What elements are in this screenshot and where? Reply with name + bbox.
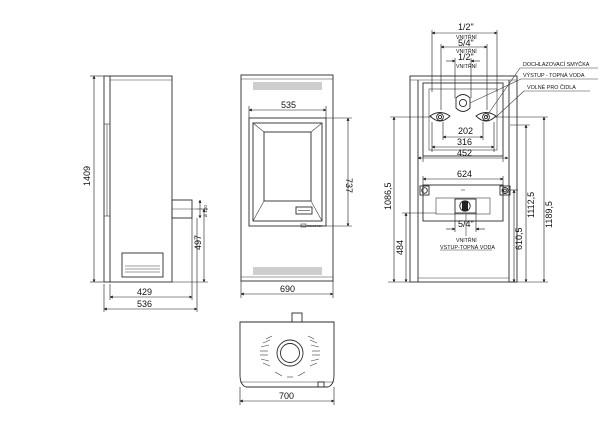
rear-view-label-inner-top: VNITŘNÍ (456, 33, 477, 41)
front-view-glass (263, 131, 312, 202)
rear-view-inlet-plate (435, 197, 491, 215)
front-view-door-inner (252, 122, 323, 222)
rear-view-cooling-loop-left (429, 112, 451, 122)
top-view-foot (317, 381, 325, 388)
side-view-depth-total: 536 (137, 299, 152, 309)
side-view-depth-base: 429 (137, 287, 152, 297)
top-view-body (239, 321, 335, 388)
rear-view-label-inner-low: VNITŘNÍ (456, 62, 477, 70)
rear-view-label-inlet-bottom: VSTUP-TOPNÁ VODA (440, 244, 495, 251)
rear-view-dim-202: 202 (458, 126, 473, 136)
side-view-height: 1409 (82, 166, 92, 186)
front-view-door-frame (248, 117, 327, 227)
top-view-width: 700 (279, 391, 294, 401)
rear-view-dim-half-inch-top: 1/2" (458, 22, 474, 32)
rear-view-outlet-fitting (455, 94, 471, 112)
rear-view: 1/2" VNITŘNÍ 5/4" VNITŘNÍ 1/2" VNITŘNÍ 2… (383, 22, 598, 283)
front-view-door-handle (295, 206, 313, 215)
top-view-flue-collar (291, 312, 303, 323)
top-view-flue-ring (276, 339, 304, 367)
top-view: 700 (239, 312, 335, 405)
rear-view-body (409, 75, 518, 283)
rear-view-dim-624: 624 (457, 169, 472, 179)
rear-view-inlet-fitting (459, 200, 471, 212)
rear-view-dim-1086: 1086,5 (383, 182, 393, 210)
front-view-top-vent (253, 82, 322, 90)
front-view-brand-badge: ROMOTOP (307, 224, 322, 228)
rear-view-label-inner-bottom: VNITŘNÍ (456, 236, 477, 244)
rear-view-dim-1189: 1189,5 (544, 201, 554, 228)
rear-view-dim-452: 452 (457, 148, 472, 158)
rear-view-sensor-fittings (419, 185, 511, 196)
side-view-body (109, 75, 173, 283)
rear-view-dim-1112: 1112,5 (526, 192, 536, 218)
side-view-outlet-height: 497 (193, 235, 203, 250)
rear-view-lower-box (422, 184, 504, 222)
front-view-door-width: 535 (281, 100, 296, 110)
rear-view-dim-316: 316 (457, 137, 472, 147)
top-view-vent-slots (260, 335, 320, 378)
rear-view-callout-outlet: VÝSTUP - TOPNÁ VODA (523, 72, 585, 79)
side-view: ø 120 1409 497 429 536 (82, 75, 208, 312)
front-view-body (240, 74, 334, 282)
front-view-brand-mark (300, 223, 307, 228)
side-view-outlet-diameter: ø 120 (203, 205, 208, 217)
rear-view-label-inner-mid: VNITŘNÍ (456, 47, 477, 55)
rear-view-callout-sensor: VOLNÉ PRO ČIDLA (527, 84, 576, 91)
front-view: ROMOTOP 535 737 690 (240, 74, 354, 298)
front-view-door-height: 737 (344, 178, 354, 193)
rear-view-dim-484: 484 (395, 240, 405, 255)
rear-view-dim-half-inch-mid: 1/2" (458, 52, 474, 62)
rear-view-callout-cooling-loop: DOCHLAZOVACÍ SMYČKA (523, 61, 590, 68)
rear-view-dim-five-quarter-top: 5/4" (458, 38, 474, 48)
top-view-flue-inner (280, 343, 300, 363)
front-view-width: 690 (280, 284, 295, 294)
side-view-vent (121, 252, 164, 278)
rear-view-dim-610: 610,5 (514, 227, 524, 250)
rear-view-upper-plate (422, 82, 504, 157)
front-view-bottom-vent (253, 267, 322, 275)
